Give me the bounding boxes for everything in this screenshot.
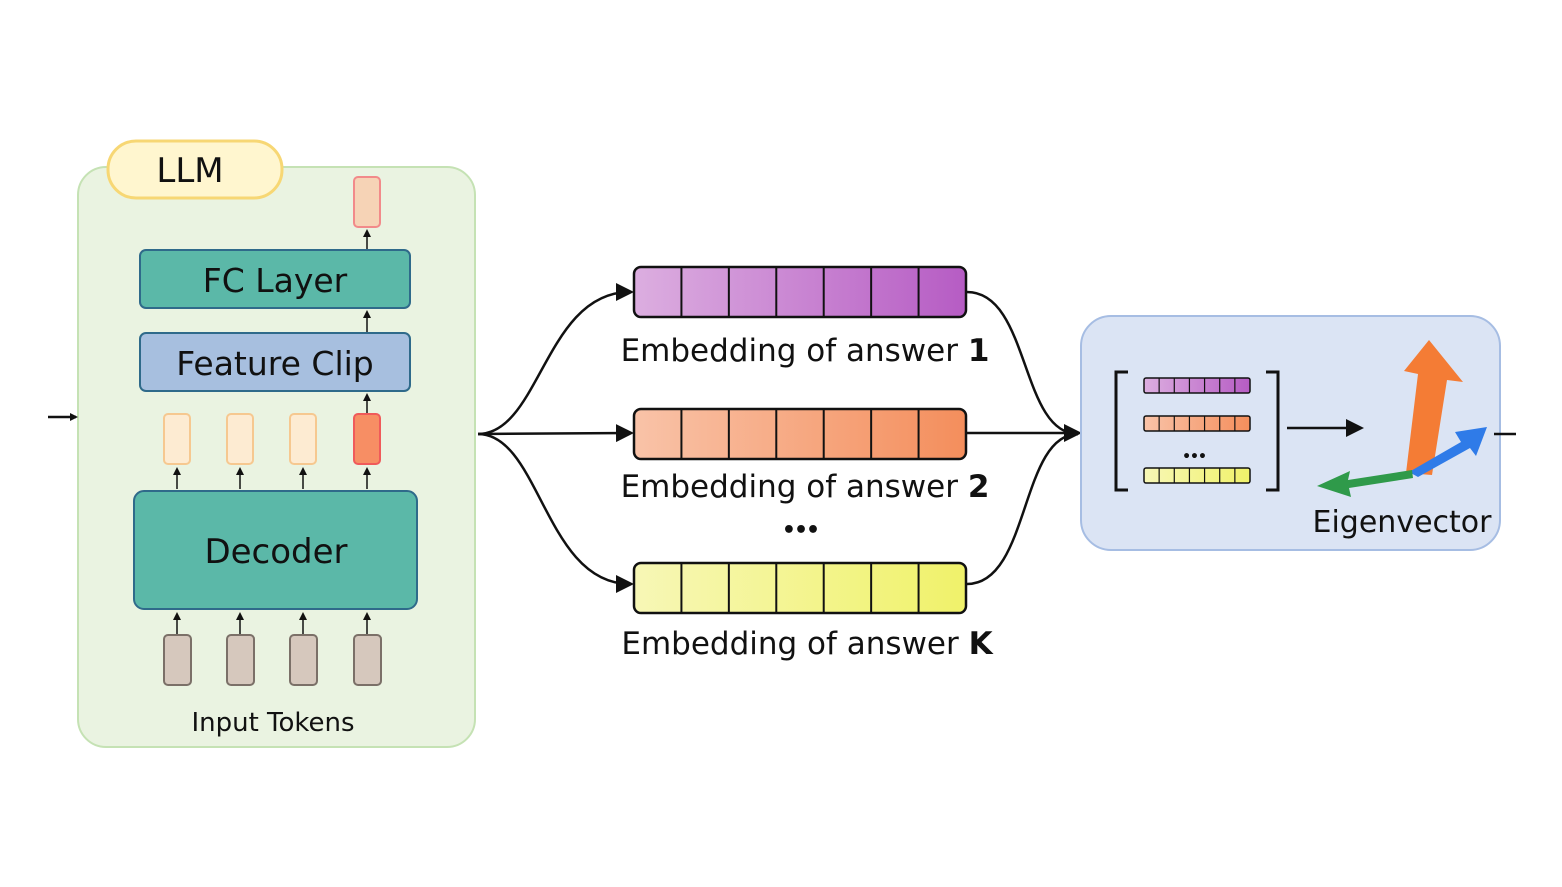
eigenvector-label: Eigenvector	[1313, 505, 1493, 540]
feature-clip-box: Feature Clip	[139, 332, 411, 392]
input-tokens	[163, 634, 382, 686]
fc-layer-label: FC Layer	[203, 261, 348, 300]
matrix-row-3	[1143, 467, 1251, 484]
matrix-brackets	[1114, 370, 1280, 492]
decoder-label: Decoder	[204, 532, 347, 572]
feature-clip-label: Feature Clip	[176, 344, 374, 383]
embedding-label-1: Embedding of answer 1	[621, 333, 990, 369]
input-token	[289, 634, 318, 686]
decoder-output-arrows	[173, 467, 371, 489]
embedding-vector-1	[632, 265, 968, 319]
embedding-label-2: Embedding of answer 2	[621, 469, 990, 505]
matrix-row-body	[1143, 467, 1251, 484]
matrix-ellipsis: •••	[1182, 449, 1206, 465]
matrix-row-body	[1143, 377, 1251, 394]
decoder-box: Decoder	[133, 490, 418, 610]
matrix-row-body	[1143, 415, 1251, 432]
hidden-state	[226, 413, 254, 465]
output-token	[353, 176, 381, 228]
matrix-row-2	[1143, 415, 1251, 432]
embedding-vector-body	[632, 265, 968, 319]
embeddings	[632, 265, 968, 615]
embedding-label-k: Embedding of answer K	[621, 626, 993, 662]
embedding-vector-body	[632, 561, 968, 615]
embedding-vector-2	[632, 407, 968, 461]
fc-layer-box: FC Layer	[139, 249, 411, 309]
hidden-state	[289, 413, 317, 465]
llm-tag: LLM	[106, 139, 284, 200]
input-tokens-label: Input Tokens	[191, 708, 354, 738]
eigenvector-arrows-icon	[1317, 340, 1487, 497]
embedding-vector-body	[632, 407, 968, 461]
embedding-ellipsis: •••	[782, 518, 818, 543]
last-hidden-state	[353, 413, 381, 465]
merge-arrows	[966, 290, 1082, 586]
embedding-vector-3	[632, 561, 968, 615]
input-token	[353, 634, 382, 686]
input-token	[226, 634, 255, 686]
llm-title: LLM	[156, 151, 223, 191]
branch-arrows	[477, 283, 634, 593]
input-token-arrows	[173, 612, 371, 634]
hidden-states	[163, 413, 381, 465]
matrix-row-1	[1143, 377, 1251, 394]
input-token	[163, 634, 192, 686]
hidden-state	[163, 413, 191, 465]
matrix-rows	[1143, 377, 1251, 484]
